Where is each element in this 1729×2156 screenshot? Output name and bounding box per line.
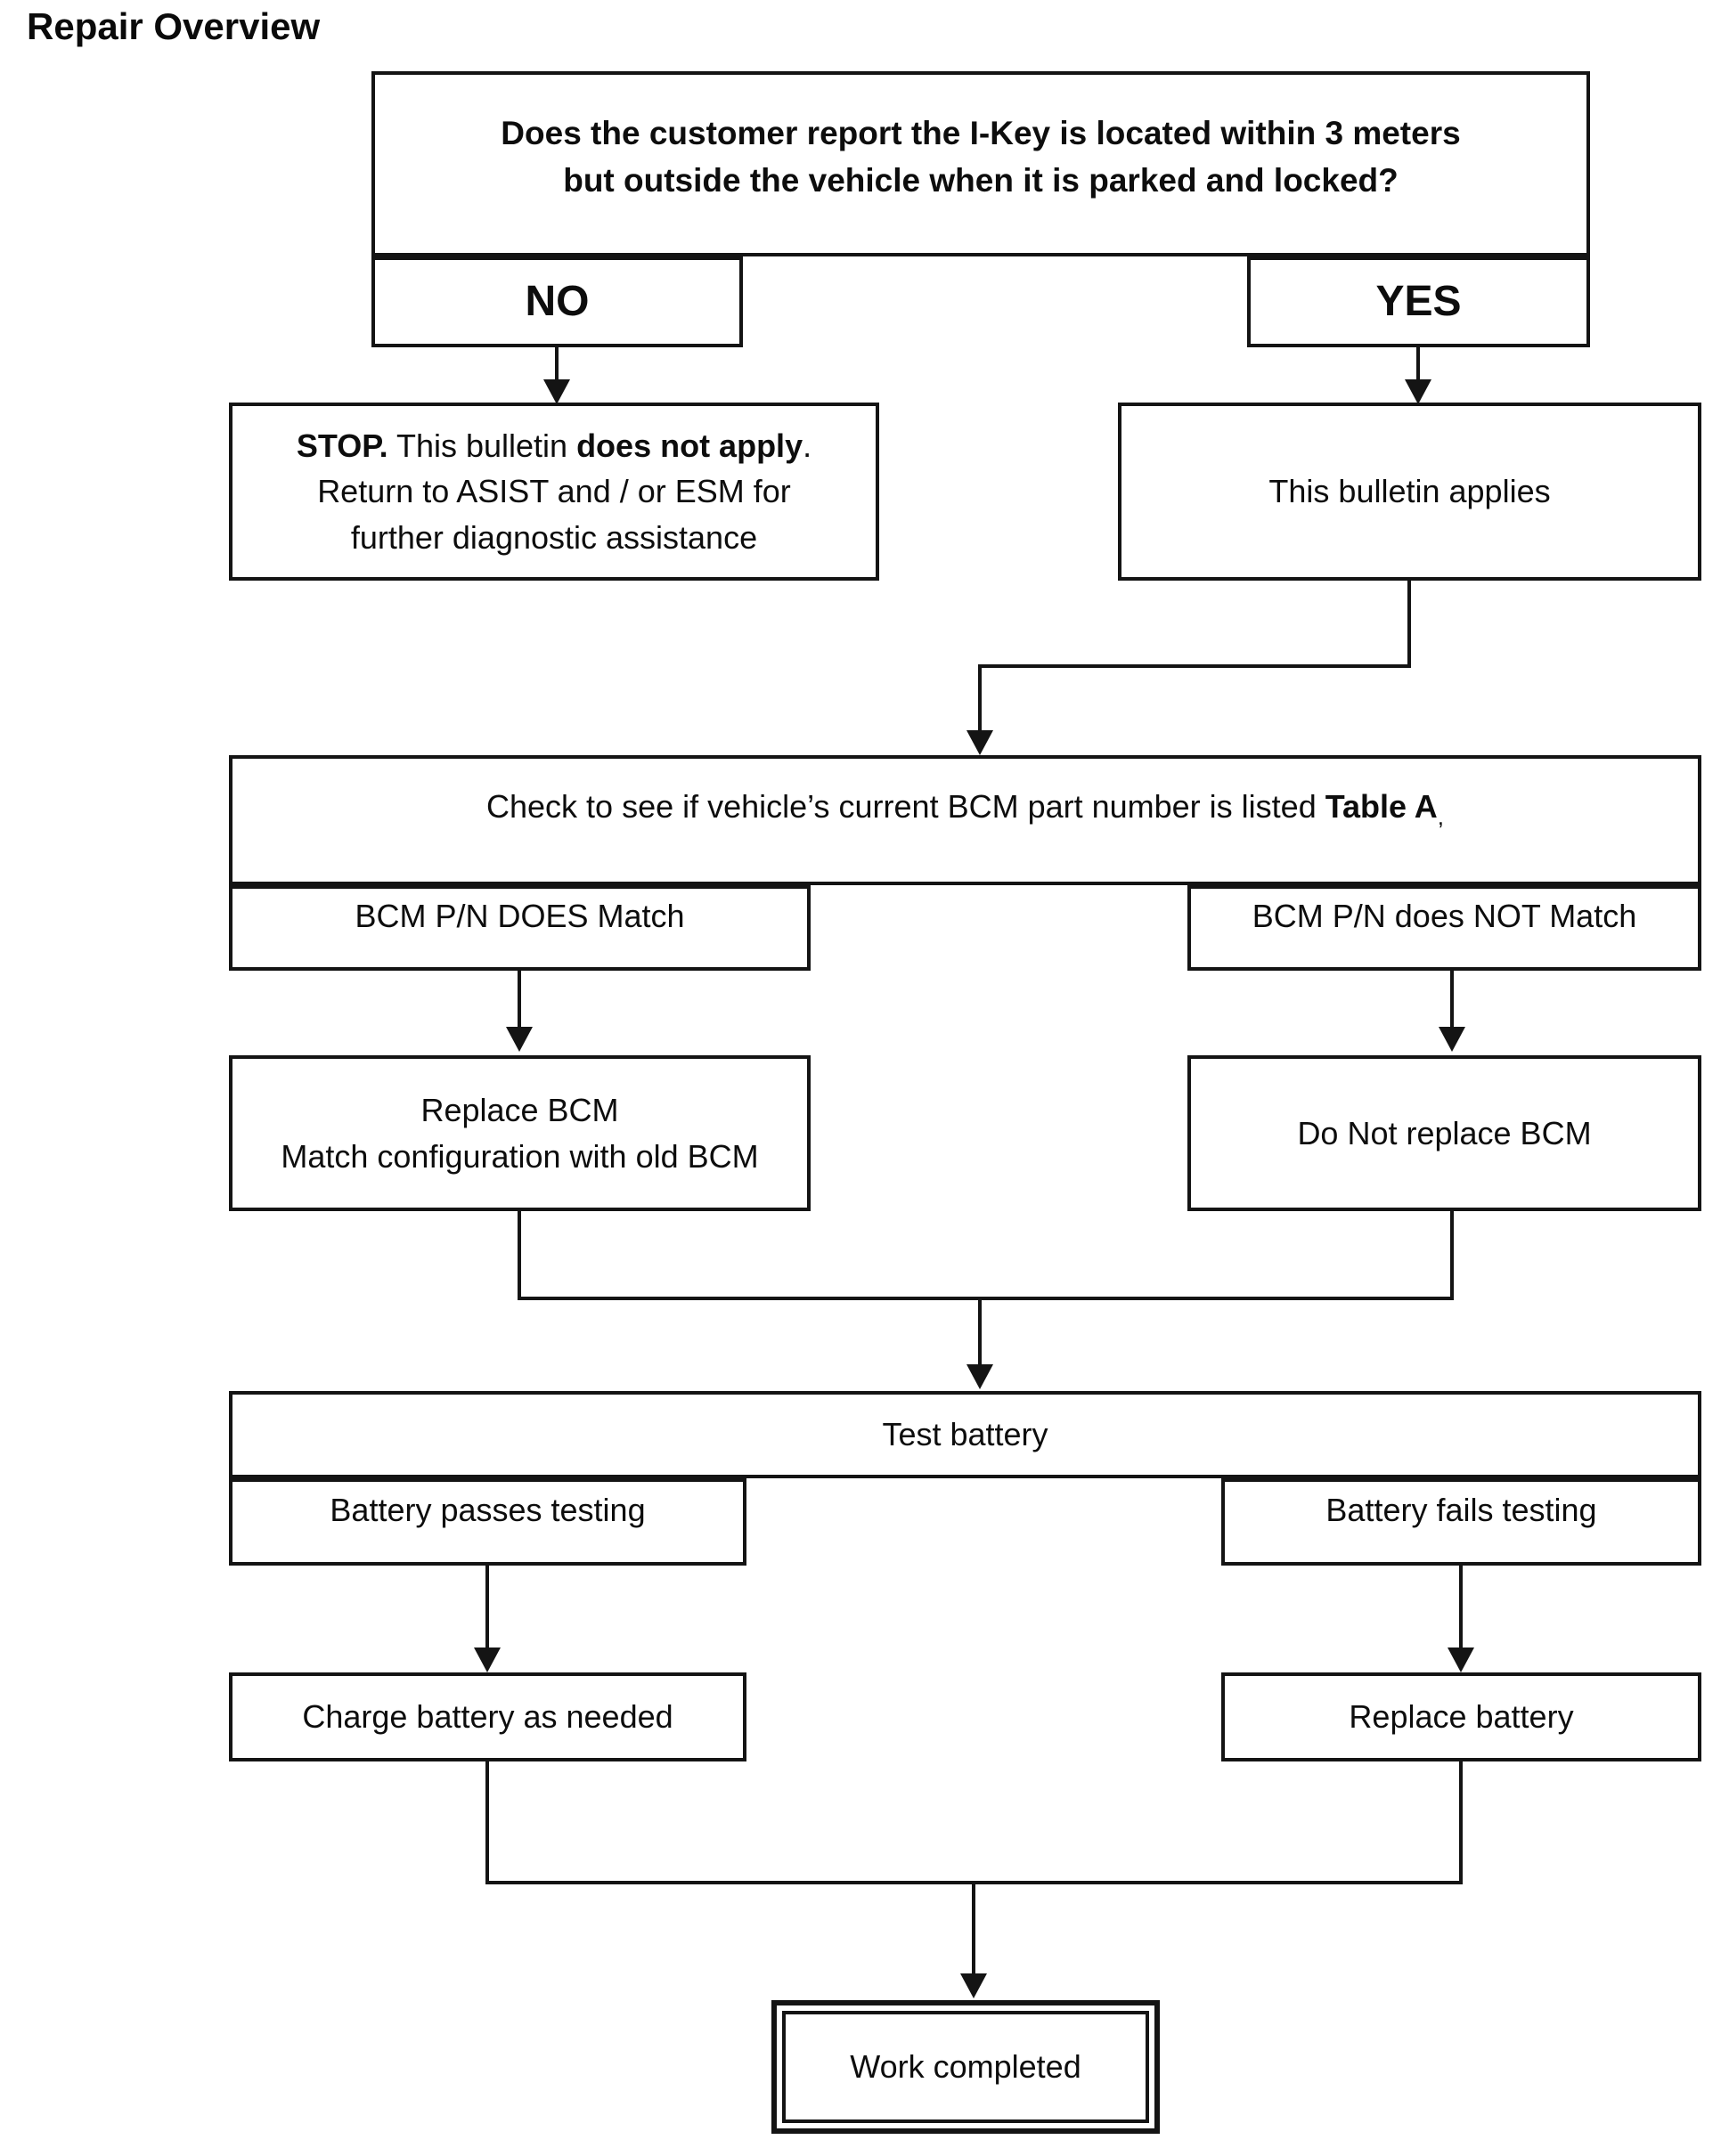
page-title: Repair Overview <box>27 5 321 47</box>
charge-battery-box: Charge battery as needed <box>229 1672 746 1761</box>
arrow-down-icon <box>960 1973 987 1998</box>
battery-fails-box: Battery fails testing <box>1221 1478 1701 1566</box>
bcm-match-box: BCM P/N DOES Match <box>229 885 811 971</box>
bulletin-applies-box: This bulletin applies <box>1118 403 1701 581</box>
yes-branch-box: YES <box>1247 256 1590 347</box>
stop-box: STOP. This bulletin does not apply. Retu… <box>229 403 879 581</box>
question-box: Does the customer report the I-Key is lo… <box>371 71 1590 256</box>
battery-passes-box: Battery passes testing <box>229 1478 746 1566</box>
bcm-no-match-box: BCM P/N does NOT Match <box>1187 885 1701 971</box>
do-not-replace-bcm-box: Do Not replace BCM <box>1187 1055 1701 1211</box>
no-branch-box: NO <box>371 256 743 347</box>
arrow-down-icon <box>1448 1648 1474 1672</box>
arrow-down-icon <box>506 1027 533 1052</box>
arrow-down-icon <box>966 730 993 755</box>
arrow-down-icon <box>1439 1027 1465 1052</box>
replace-bcm-box: Replace BCM Match configuration with old… <box>229 1055 811 1211</box>
work-completed-box: Work completed <box>771 2000 1160 2134</box>
arrow-down-icon <box>543 379 570 404</box>
arrow-down-icon <box>966 1364 993 1389</box>
replace-battery-box: Replace battery <box>1221 1672 1701 1761</box>
arrow-down-icon <box>1405 379 1431 404</box>
arrow-down-icon <box>474 1648 501 1672</box>
work-completed-label: Work completed <box>782 2011 1149 2123</box>
check-table-a-box: Check to see if vehicle’s current BCM pa… <box>229 755 1701 885</box>
test-battery-box: Test battery <box>229 1391 1701 1478</box>
